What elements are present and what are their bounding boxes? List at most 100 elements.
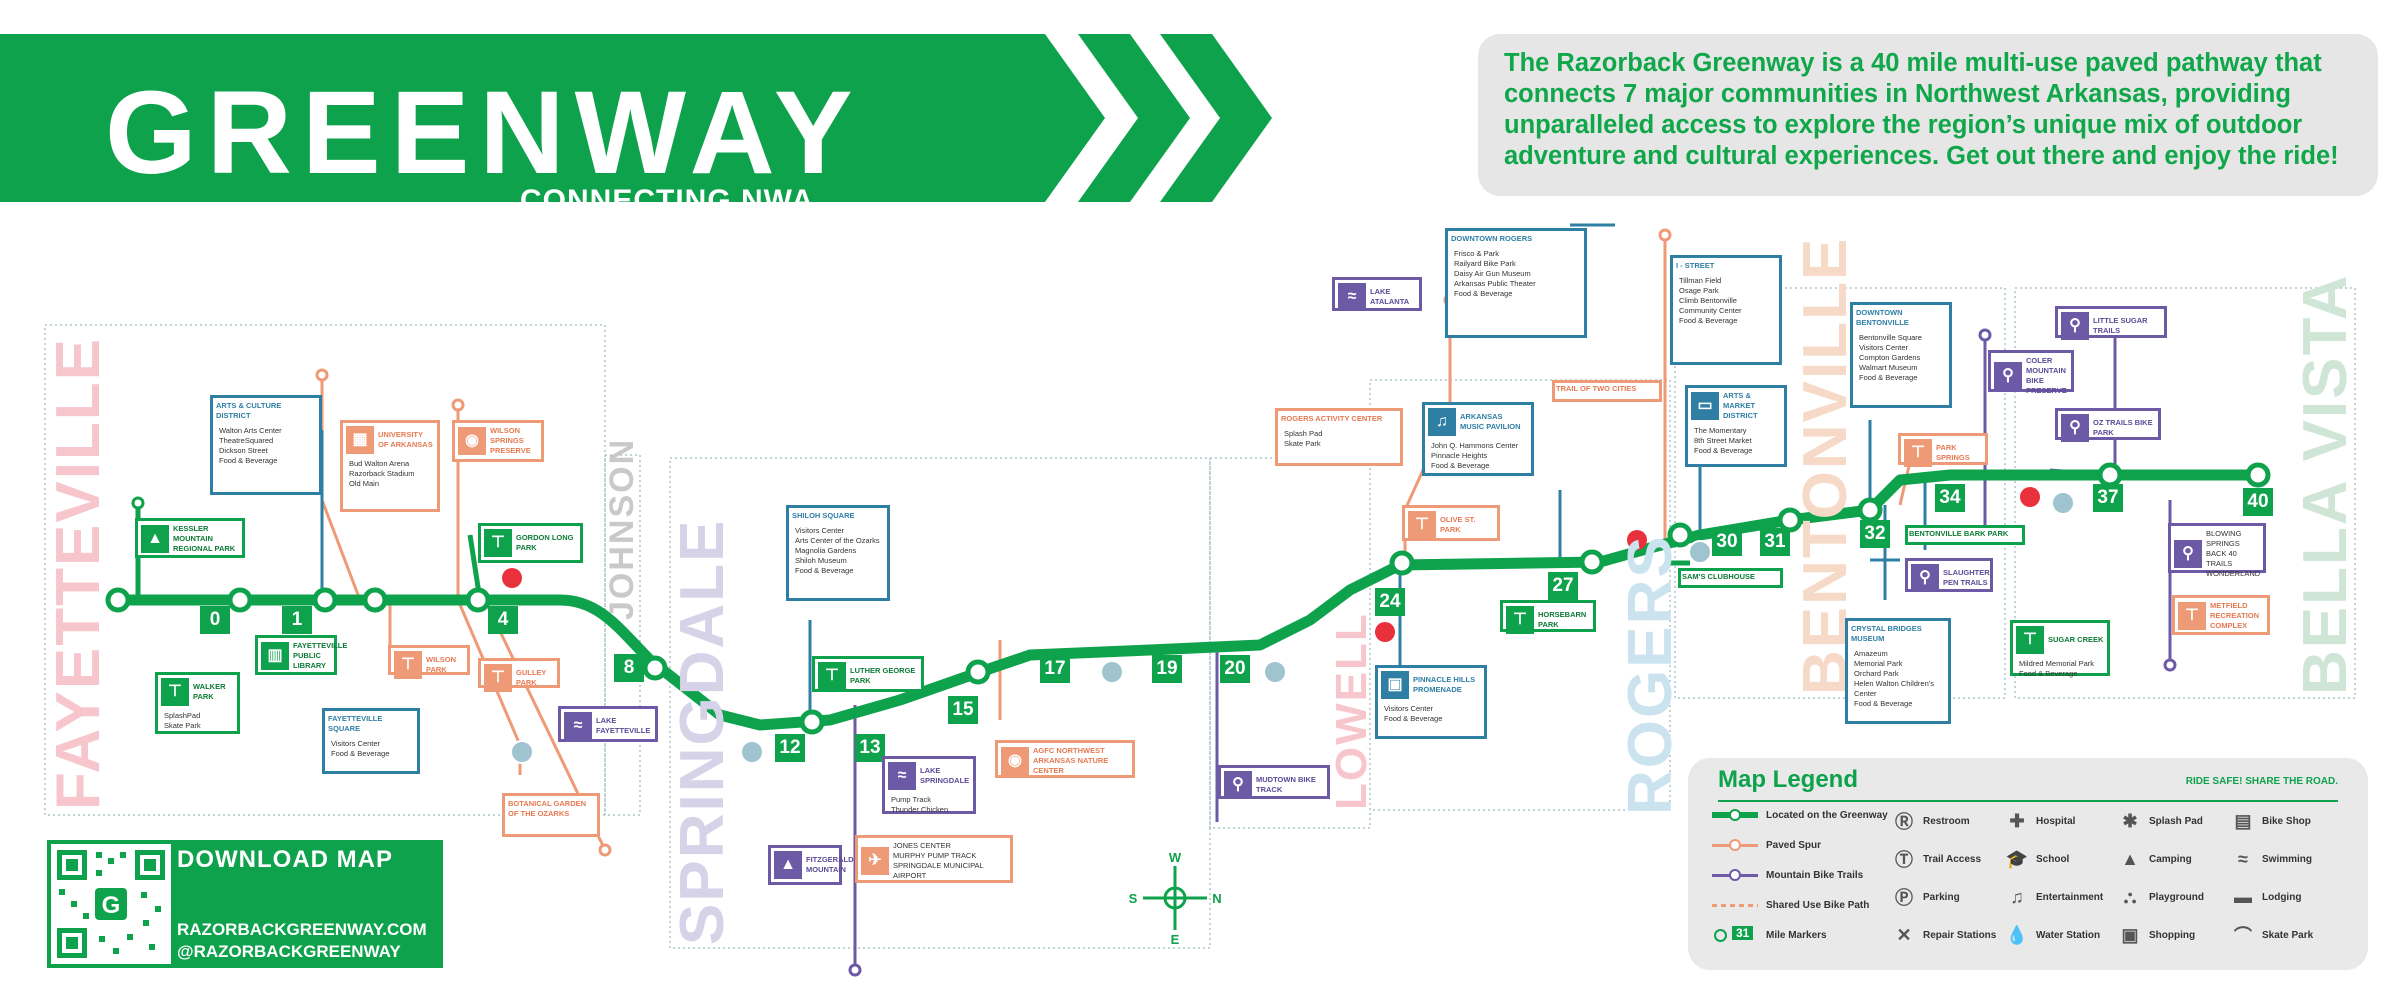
legend-label: Water Station	[2036, 929, 2101, 941]
city-label-johnson: JOHNSON	[603, 437, 641, 620]
lake-icon: ≈	[564, 712, 592, 740]
legend-icon-item: ⌒Skate Park	[2232, 924, 2313, 946]
callout-library[interactable]: ▥FAYETTEVILLE PUBLIC LIBRARY	[255, 635, 347, 675]
callout-coler[interactable]: ⚲COLER MOUNTAIN BIKE PRESERVE	[1988, 350, 2074, 395]
bike-icon: ⚲	[1911, 564, 1939, 592]
callout-title: CRYSTAL BRIDGES MUSEUM	[1851, 624, 1922, 643]
legend-label: Shared Use Bike Path	[1766, 899, 1870, 911]
social-handle[interactable]: @RAZORBACKGREENWAY	[177, 942, 401, 961]
poi-item: Osage Park	[1679, 286, 1719, 295]
mile-marker: 40	[2243, 488, 2273, 516]
callout-oz-trails[interactable]: ⚲OZ TRAILS BIKE PARK	[2055, 408, 2161, 442]
poi-item: Skate Park	[164, 721, 201, 730]
poi-item: 8th Street Market	[1694, 436, 1752, 445]
bike-shop-icon: ▤	[2234, 810, 2252, 831]
callout-botanical[interactable]: BOTANICAL GARDEN OF THE OZARKS	[502, 793, 600, 837]
legend-line-item: Mountain Bike Trails	[1712, 868, 1863, 882]
poi-item: WONDERLAND	[2206, 569, 2261, 578]
compass-s: S	[1129, 891, 1138, 906]
shopping-icon: ▣	[2121, 924, 2139, 945]
mile-marker: 30	[1712, 528, 1742, 556]
callout-little-sugar[interactable]: ⚲LITTLE SUGAR TRAILS	[2055, 306, 2167, 340]
callout-lake-fayetteville[interactable]: ≈LAKE FAYETTEVILLE	[558, 706, 658, 742]
callout-wilson-springs[interactable]: ◉WILSON SPRINGS PRESERVE	[452, 420, 544, 462]
callout-two-cities[interactable]: TRAIL OF TWO CITIES	[1552, 380, 1662, 402]
callout-gulley[interactable]: ⊤GULLEY PARK	[478, 658, 560, 692]
mile-marker: 24	[1375, 588, 1405, 616]
callout-title: DOWNTOWN ROGERS	[1451, 234, 1533, 243]
legend-icon-item: ▣ Shopping	[2119, 924, 2195, 946]
legend-label: Shopping	[2149, 929, 2196, 941]
qr-code[interactable]: G	[51, 844, 171, 964]
callout-title: GORDON LONG PARK	[516, 533, 574, 552]
callout-arts-culture[interactable]: ARTS & CULTURE DISTRICT Walton Arts Cent…	[210, 395, 322, 495]
callout-horsebarn[interactable]: ⊤HORSEBARN PARK	[1500, 600, 1596, 634]
callout-mudtown[interactable]: ⚲MUDTOWN BIKE TRACK	[1218, 765, 1330, 799]
callout-bark-park[interactable]: BENTONVILLE BARK PARK	[1905, 525, 2025, 545]
trail-access-icon: Ⓣ	[1895, 850, 1913, 870]
download-map-panel[interactable]: G DOWNLOAD MAP RAZORBACKGREENWAY.COM @RA…	[47, 840, 443, 968]
callout-music-pavilion[interactable]: ♫ARKANSAS MUSIC PAVILION John Q. Hammons…	[1422, 402, 1534, 476]
city-label-springdale: SPRINGDALE	[668, 518, 737, 945]
callout-title: SAM'S CLUBHOUSE	[1682, 572, 1756, 581]
poi-item: Food & Beverage	[1384, 714, 1443, 723]
website-link[interactable]: RAZORBACKGREENWAY.COM	[177, 920, 427, 939]
callout-nature-center[interactable]: ◉AGFC NORTHWEST ARKANSAS NATURE CENTER	[995, 740, 1135, 778]
callout-park-springs[interactable]: ⊤PARK SPRINGS	[1898, 433, 1988, 467]
callout-wilson-park[interactable]: ⊤WILSON PARK	[388, 645, 470, 679]
poi-item: Climb Bentonville	[1679, 296, 1737, 305]
callout-gordon-long[interactable]: ⊤GORDON LONG PARK	[478, 523, 583, 563]
callout-fitzgerald[interactable]: ▲FITZGERALD MOUNTAIN	[768, 845, 854, 885]
callout-title: OZ TRAILS BIKE PARK	[2093, 418, 2153, 437]
poi-item: Arts Center of the Ozarks	[795, 536, 880, 545]
callout-title: ARTS & MARKET DISTRICT	[1723, 391, 1758, 420]
camping-icon: ▲	[2121, 848, 2139, 869]
callout-olive[interactable]: ⊤OLIVE ST. PARK	[1402, 505, 1500, 541]
mile-marker: 17	[1040, 655, 1070, 683]
mile-marker: 37	[2093, 484, 2123, 512]
legend-icon-item: ♫Entertainment	[2006, 886, 2103, 908]
callout-pinnacle[interactable]: ▣PINNACLE HILLS PROMENADE Visitors Cente…	[1375, 665, 1487, 739]
legend-icon-item: ≈Swimming	[2232, 848, 2312, 870]
city-label-lowell: LOWELL	[1327, 612, 1376, 810]
legend-label: Lodging	[2262, 891, 2302, 903]
callout-uark[interactable]: ▦UNIVERSITY OF ARKANSAS Bud Walton Arena…	[340, 420, 440, 512]
poi-item: Shiloh Museum	[795, 556, 847, 565]
callout-title: SUGAR CREEK	[2048, 635, 2104, 644]
poi-item: Walmart Museum	[1859, 363, 1918, 372]
callout-kessler[interactable]: ▲KESSLER MOUNTAIN REGIONAL PARK	[135, 518, 245, 558]
poi-item: Orchard Park	[1854, 669, 1899, 678]
shopping-icon: ▣	[1381, 671, 1409, 699]
legend-label: Hospital	[2036, 815, 2076, 827]
legend-label: Mountain Bike Trails	[1766, 869, 1864, 881]
mountain-icon: ▲	[774, 851, 802, 879]
callout-title: AGFC NORTHWEST ARKANSAS NATURE CENTER	[1033, 746, 1109, 775]
callout-lake-atalanta[interactable]: ≈LAKE ATALANTA	[1332, 277, 1422, 311]
callout-metfield[interactable]: ⊤METFIELD RECREATION COMPLEX	[2172, 595, 2270, 635]
poi-item: Food & Beverage	[1431, 461, 1490, 470]
legend-label: Parking	[1923, 891, 1960, 903]
poi-item: Tillman Field	[1679, 276, 1722, 285]
callout-luther[interactable]: ⊤LUTHER GEORGE PARK	[812, 656, 924, 692]
callout-slaughter-pen[interactable]: ⚲SLAUGHTER PEN TRAILS	[1905, 558, 1993, 592]
legend-label: School	[2036, 853, 2070, 865]
legend-line-swatch	[1712, 898, 1758, 912]
legend-icon-item: 🎓School	[2006, 848, 2070, 870]
header-banner: GREENWAY CONNECTING NWA	[0, 34, 1300, 217]
callout-sams[interactable]: SAM'S CLUBHOUSE	[1678, 568, 1783, 588]
download-title: DOWNLOAD MAP	[177, 846, 393, 873]
legend-icon-item: ⛬Playground	[2119, 886, 2204, 908]
